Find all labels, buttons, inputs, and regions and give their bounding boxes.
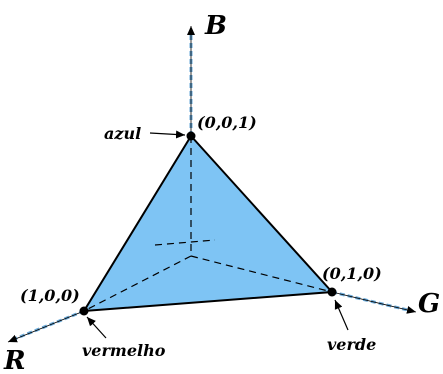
color-triangle [82,134,335,313]
green-vertex-point [327,287,337,297]
b-axis-label: B [204,11,227,41]
r-axis-hidden [83,255,192,312]
g-axis-hidden [190,255,333,293]
blue-vertex-point [186,131,196,141]
verde-label: verde [327,335,376,354]
hidden-axes [83,136,333,312]
r-axis-label: R [3,346,26,374]
g-axis-label: G [418,289,440,319]
vermelho-pointer-arrow [86,316,107,339]
red-vertex-point [79,306,89,316]
vermelho-label: vermelho [82,341,166,360]
verde-pointer-arrow [334,299,349,331]
green-coord-label: (0,1,0) [322,264,382,283]
azul-label: azul [104,124,141,143]
azul-pointer-arrow [149,130,186,139]
blue-coord-label: (0,0,1) [197,113,257,132]
red-coord-label: (1,0,0) [20,286,80,305]
center-tick-hidden [154,239,216,246]
exterior-axes [7,26,417,343]
